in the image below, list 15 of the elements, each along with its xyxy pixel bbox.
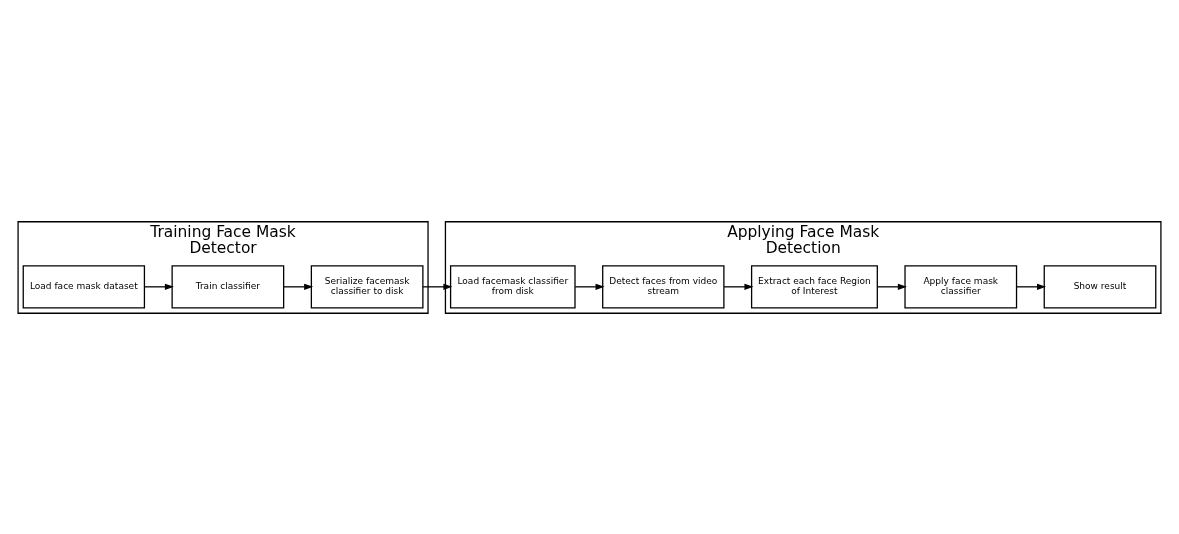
arrow — [283, 283, 314, 290]
node-box: Serialize facemask classifier to disk — [310, 264, 424, 308]
arrow — [1015, 283, 1047, 290]
arrow — [723, 283, 754, 290]
node-box: Load facemask classifier from disk — [449, 264, 576, 308]
arrow — [143, 283, 174, 290]
node-box: Apply face mask classifier — [904, 264, 1018, 308]
arrow — [422, 283, 453, 290]
arrow — [574, 283, 605, 290]
node-box: Extract each face Region of Interest — [750, 264, 878, 308]
node-box: Load face mask dataset — [22, 264, 146, 308]
node-box: Detect faces from video stream — [602, 264, 725, 308]
arrow — [876, 283, 907, 290]
node-box: Train classifier — [171, 264, 285, 308]
node-box: Show result — [1043, 264, 1157, 308]
